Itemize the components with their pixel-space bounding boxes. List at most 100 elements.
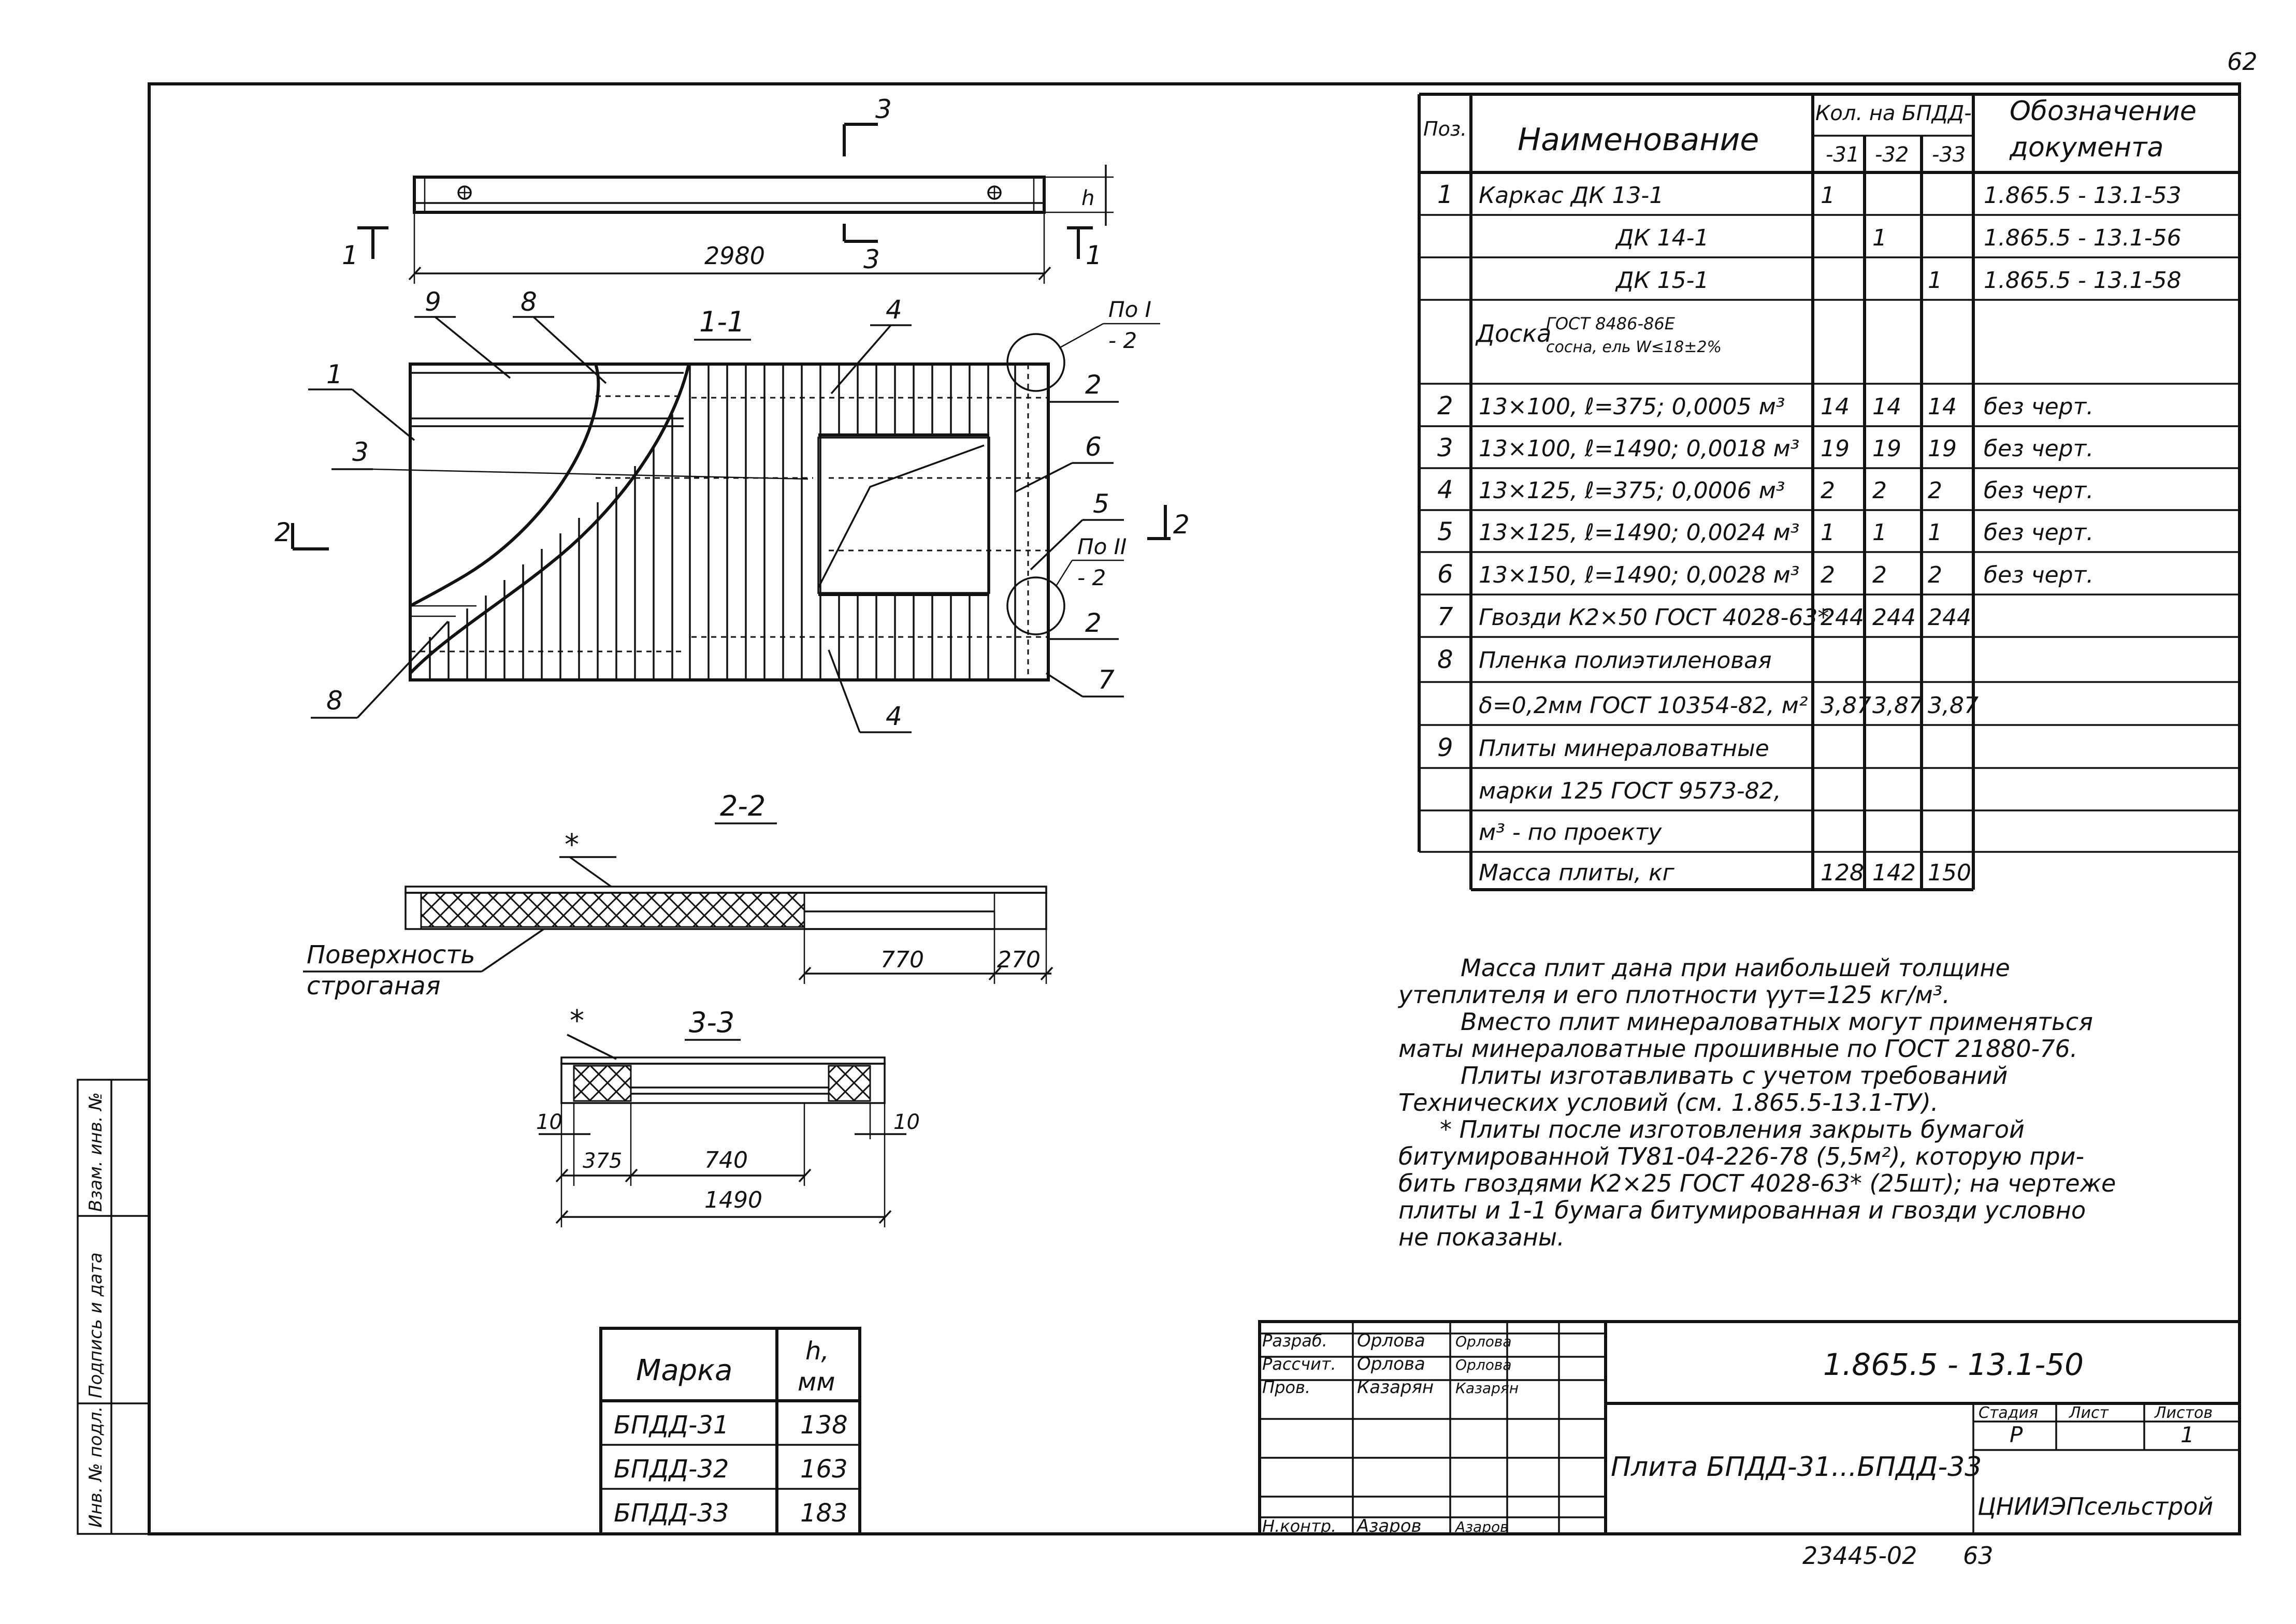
note-line: * Плиты после изготовления закрыть бумаг… [1440,1115,2025,1143]
spec-row-pos: 4 [1437,475,1453,504]
note-line: Вместо плит минераловатных могут применя… [1461,1008,2093,1036]
sheet-frame [148,82,2241,1535]
spec-row-pos: 5 [1437,517,1453,546]
spec-row-q32: 2 [1872,477,1887,504]
spec-header-32: -32 [1875,143,1909,167]
node-I-sub: - 2 [1108,328,1137,353]
spec-row-name: ДК 15-1 [1615,267,1709,294]
spec-row-pos: 8 [1437,645,1453,674]
spec-row-pos: 7 [1437,602,1453,631]
spec-row-q31: 244 [1821,604,1864,631]
spec-row-q33: 19 [1928,436,1957,462]
marka-row-mark: БПДД-33 [614,1499,729,1528]
spec-row-pos: 2 [1437,392,1453,421]
title-block: Разраб. Рассчит. Пров. Н.контр. Орлова О… [1258,1320,2241,1536]
node-II-label: По II [1077,534,1127,559]
spec-row-name-sub1: ГОСТ 8486-86Е [1546,314,1676,334]
section-3-bottom-label: 3 [863,244,880,274]
plan-callout-8-top: 8 [521,287,537,317]
tb-sign-6: Азаров [1454,1518,1509,1535]
spec-row-doc: 1.865.5 - 13.1-58 [1984,267,2182,294]
spec-header-31: -31 [1826,143,1859,167]
section-2-2-dim-270: 270 [997,947,1041,973]
spec-header-name: Наименование [1518,122,1759,158]
spec-row-q32: 19 [1872,436,1901,462]
bottom-page: 63 [1963,1542,1994,1570]
marka-header-h: h, [805,1337,829,1366]
spec-header-qty: Кол. на БПДД- [1815,102,1972,125]
spec-row-name-sub2: сосна, ель W≤18±2% [1546,338,1722,356]
plan-callout-8-bottom: 8 [326,686,343,716]
side-stamp: Инв. № подл. Подпись и дата Взам. инв. № [77,1079,150,1535]
tb-stage-label: Стадия [1979,1404,2038,1422]
plan-callout-4-bottom: 4 [886,701,902,731]
spec-row-name: Пленка полиэтиленовая [1479,647,1772,674]
section-3-3: 3-3 * 10 10 375 740 1490 [536,1004,920,1227]
section-3-3-dim-375: 375 [583,1149,622,1173]
spec-row-name: 13×125, ℓ=1490; 0,0024 м³ [1479,519,1799,546]
spec-row-name: 13×150, ℓ=1490; 0,0028 м³ [1479,562,1799,588]
stamp-inv: Инв. № подл. [85,1406,106,1528]
spec-table: Поз. Наименование Кол. на БПДД- -31 -32 … [1418,93,2240,891]
plan-opening [817,437,990,594]
section-2-2-note-1: Поверхность [307,940,475,969]
plan-callout-5: 5 [1093,489,1109,519]
section-2-2-note-2: строганая [307,972,441,1001]
section-2-2-asterisk: * [565,828,579,862]
marka-table: Марка h, мм [599,1327,861,1535]
tb-sign-3: Казарян [1455,1380,1519,1397]
notes: Масса плит дана при наибольшей толщинеут… [1397,954,2116,1251]
marka-row-h: 183 [800,1499,848,1528]
spec-row-q32: 142 [1872,860,1916,886]
spec-row-q32: 3,87 [1872,692,1923,719]
section-2-2-insulation [420,892,805,928]
note-line: утеплителя и его плотности γут=125 кг/м³… [1397,981,1950,1009]
tb-sheet-label: Лист [2069,1404,2110,1422]
spec-row-q31: 2 [1821,562,1835,588]
marka-row-mark: БПДД-31 [614,1411,729,1440]
plan-callout-1: 1 [326,359,343,389]
tb-org: ЦНИИЭПсельстрой [1977,1492,2213,1520]
spec-row-name: δ=0,2мм ГОСТ 10354-82, м² [1479,692,1808,719]
note-line: Технических условий (см. 1.865.5-13.1-ТУ… [1398,1089,1939,1116]
section-3-3-dim-740: 740 [704,1147,748,1173]
tb-sheets-label: Листов [2154,1404,2213,1422]
note-line: бить гвоздями К2×25 ГОСТ 4028-63* (25шт)… [1398,1169,2116,1197]
spec-header-doc-2: документа [2009,132,2163,163]
spec-row-q32: 244 [1872,604,1916,631]
spec-row-q32: 1 [1872,225,1887,251]
spec-row-q33: 2 [1928,477,1942,504]
tb-code: 1.865.5 - 13.1-50 [1823,1347,2084,1382]
tb-name-3: Казарян [1357,1377,1434,1398]
spec-row-name: м³ - по проекту [1479,819,1662,846]
section-2-2-dim-770: 770 [880,947,924,973]
spec-row-name: 13×125, ℓ=375; 0,0006 м³ [1479,477,1785,504]
stamp-replace: Взам. инв. № [85,1092,106,1212]
spec-row-name: ДК 14-1 [1615,225,1709,251]
spec-row-name: Доска [1475,320,1551,347]
spec-row-q31: 1 [1821,182,1835,209]
section-3-3-dim-1490: 1490 [704,1187,762,1213]
note-line: маты минераловатные прошивные по ГОСТ 21… [1398,1035,2077,1063]
spec-row-doc: 1.865.5 - 13.1-53 [1984,182,2182,209]
spec-row-q33: 244 [1928,604,1971,631]
section-2-right-label: 2 [1173,510,1190,540]
spec-row-q31: 1 [1821,519,1835,546]
tb-stage: Р [2010,1422,2023,1447]
spec-row-doc: без черт. [1984,394,2093,420]
spec-row-q32: 2 [1872,562,1887,588]
plan-callout-4-top: 4 [886,295,902,325]
spec-row-q33: 150 [1928,860,1971,886]
spec-header-pos: Поз. [1423,118,1467,140]
marka-header-unit: мм [798,1368,835,1397]
spec-row-q33: 3,87 [1928,692,1979,719]
marka-row-h: 163 [800,1455,848,1484]
marka-row-mark: БПДД-32 [614,1455,729,1484]
section-3-3-dim-10-left: 10 [536,1110,562,1134]
section-3-3-title: 3-3 [689,1006,734,1039]
spec-row-q31: 128 [1821,860,1864,886]
note-line: не показаны. [1398,1223,1565,1251]
plan-callout-2-top: 2 [1085,370,1102,400]
